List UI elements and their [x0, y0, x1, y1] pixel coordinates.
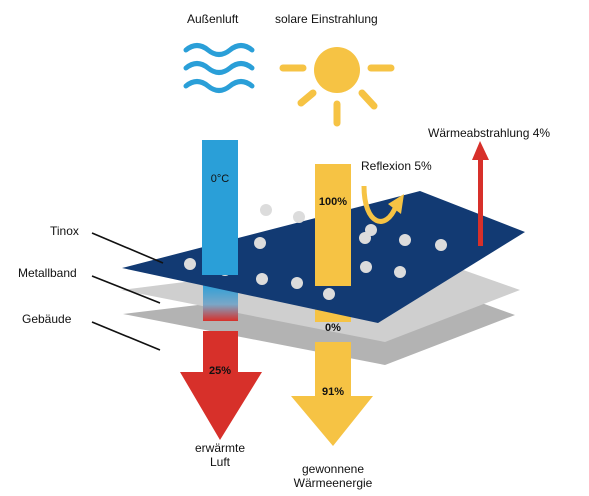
heat-emission-label: Wärmeabstrahlung 4%: [428, 126, 551, 140]
layer-label-metal-strip: Metallband: [18, 266, 77, 280]
heat-energy-arrow: [291, 342, 373, 446]
layer-label-tinox: Tinox: [50, 224, 79, 238]
solar-in-pct-label: 100%: [318, 196, 348, 208]
solar-radiation-label: solare Einstrahlung: [275, 12, 378, 26]
heat-energy-line1: gewonnene: [301, 462, 365, 476]
warmed-air-label: erwärmte Luft: [176, 441, 264, 469]
outside-air-label: Außenluft: [187, 12, 239, 26]
air-input-column: [202, 140, 238, 275]
warmed-air-arrow: [180, 331, 262, 440]
sun-icon: [279, 47, 395, 127]
solar-mid-pct-label: 0%: [325, 322, 341, 334]
air-out-pct-label: 25%: [208, 365, 232, 377]
heat-energy-line2: Wärmeenergie: [293, 476, 373, 490]
solar-out-pct-label: 91%: [321, 386, 345, 398]
heat-energy-label: gewonnene Wärmeenergie: [278, 462, 388, 490]
leader-lines: [91, 232, 164, 351]
wind-waves-icon: [183, 43, 255, 93]
warmed-air-line1: erwärmte: [194, 441, 245, 455]
warmed-air-line2: Luft: [209, 455, 230, 469]
reflection-label: Reflexion 5%: [361, 159, 432, 173]
layer-label-building: Gebäude: [22, 312, 72, 326]
heat-emission-arrow-icon: [472, 141, 489, 246]
air-in-temp-label: 0°C: [210, 173, 230, 185]
solar-input-column: [315, 164, 351, 286]
tinox-dots: [184, 204, 447, 300]
reflection-arrow-icon: [361, 185, 404, 224]
